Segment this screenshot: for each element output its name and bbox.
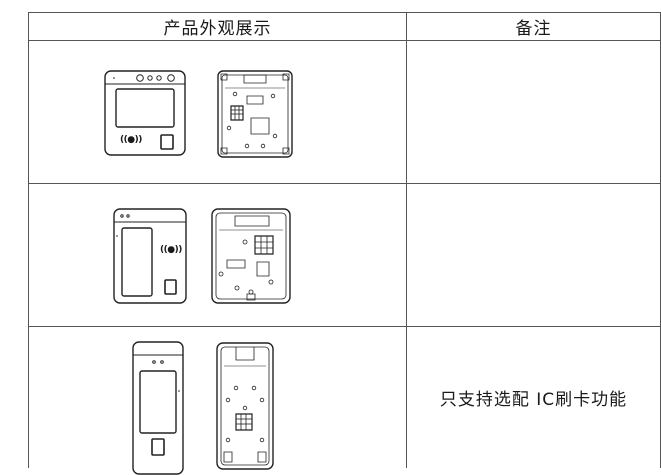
table-row: ((●))	[29, 184, 406, 326]
table-row	[29, 327, 406, 468]
device-front-illustration	[104, 70, 186, 156]
table-row: ((●))	[29, 41, 406, 183]
header-product-cell: 产品外观展示	[29, 13, 406, 40]
remark-cell: 只支持选配 IC刷卡功能	[407, 327, 660, 468]
header-product-label: 产品外观展示	[163, 19, 272, 39]
header-remark-cell: 备注	[407, 13, 660, 40]
remark-text: 只支持选配 IC刷卡功能	[439, 390, 628, 410]
device-front-illustration	[132, 341, 184, 475]
column-divider	[406, 12, 407, 468]
row-divider-header	[28, 40, 661, 41]
device-back-illustration	[216, 342, 274, 470]
row-divider-2	[28, 326, 661, 327]
remark-cell	[407, 41, 660, 183]
device-back-illustration	[211, 208, 291, 304]
header-remark-label: 备注	[515, 19, 552, 39]
device-back-illustration	[217, 70, 293, 158]
rfid-icon: ((●))	[160, 245, 182, 255]
table-border-top	[28, 12, 661, 13]
rfid-icon: ((●))	[120, 135, 142, 145]
device-front-illustration	[113, 208, 187, 304]
remark-cell	[407, 184, 660, 326]
table-border-left	[28, 12, 29, 468]
row-divider-1	[28, 183, 661, 184]
